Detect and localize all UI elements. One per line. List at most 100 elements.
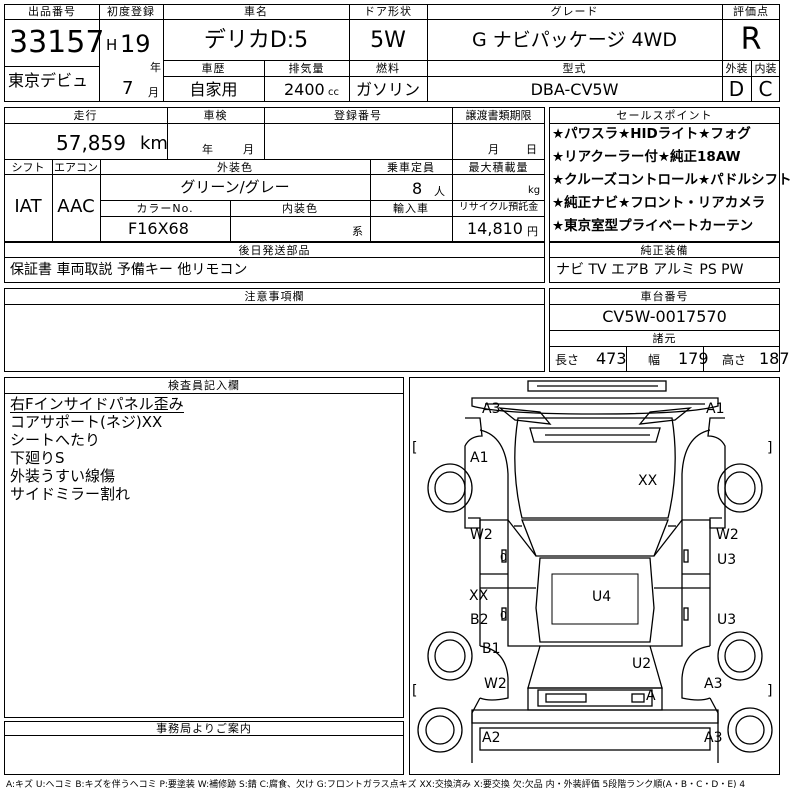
damage-mark: B1 <box>482 641 501 657</box>
damage-mark: ] <box>767 440 773 456</box>
exterior-grade-label: 外装 <box>725 62 748 75</box>
damage-mark: 0 <box>500 609 507 622</box>
equipment-frame <box>549 242 780 283</box>
damage-mark: XX <box>469 588 489 604</box>
damage-mark: U3 <box>717 612 737 628</box>
damage-mark: A3 <box>704 730 723 746</box>
mileage-unit: km <box>140 133 168 154</box>
office-frame <box>4 721 404 775</box>
damage-mark: [ <box>412 683 418 699</box>
interior-grade: C <box>758 77 773 101</box>
registration-label: 登録番号 <box>334 109 382 122</box>
damage-mark: A1 <box>470 450 489 466</box>
color-label: 外装色 <box>217 161 253 174</box>
chassis-number: CV5W-0017570 <box>602 307 727 326</box>
damage-mark: U2 <box>632 656 652 672</box>
equipment: ナビ TV エアB アルミ PS PW <box>556 262 744 278</box>
height: 187 <box>759 349 790 368</box>
damage-mark: A1 <box>706 401 725 417</box>
height-label: 高さ <box>722 353 747 367</box>
first-reg-month-unit: 月 <box>148 86 159 99</box>
score-label: 評価点 <box>733 5 769 18</box>
car-name-label: 車名 <box>244 5 268 18</box>
lot-label: 出品番号 <box>28 5 76 18</box>
grade: G ナビパッケージ 4WD <box>472 29 677 51</box>
damage-mark: B2 <box>470 612 489 628</box>
inspector-label: 検査員記入欄 <box>168 379 240 392</box>
capacity: 8 <box>412 179 423 198</box>
grade-label: グレード <box>550 5 599 18</box>
inspector-note: サイドミラー割れ <box>10 485 131 503</box>
displacement: 2400 <box>284 80 325 99</box>
damage-mark: U4 <box>592 589 612 605</box>
sales-point: ★純正ナビ★フロント・リアカメラ <box>552 195 766 211</box>
length: 473 <box>596 349 627 368</box>
inspector-note: 右Fインサイドパネル歪み <box>10 395 184 413</box>
caution-frame <box>4 288 545 372</box>
import-label: 輸入車 <box>393 202 429 215</box>
debut-badge: 東京デビュ <box>8 71 89 90</box>
interior-grade-label: 内装 <box>754 62 777 75</box>
lot-number: 33157 <box>9 25 105 60</box>
damage-mark: A3 <box>704 676 723 692</box>
shift-label: シフト <box>11 161 45 174</box>
transfer-label: 譲渡書類期限 <box>465 109 532 122</box>
damage-mark: XX <box>638 473 658 489</box>
capacity-unit: 人 <box>434 185 445 198</box>
inspector-note: コアサポート(ネジ)XX <box>10 413 163 431</box>
loadcap-unit: kg <box>528 185 541 196</box>
inspector-note: 外装うすい線傷 <box>10 467 116 485</box>
car-diagram <box>417 380 773 763</box>
displacement-label: 排気量 <box>288 62 325 75</box>
car-name: デリカD:5 <box>203 28 309 53</box>
dims-label: 諸元 <box>652 332 677 345</box>
colorno: F16X68 <box>128 219 189 238</box>
colorno-label: カラーNo. <box>136 202 194 215</box>
history: 自家用 <box>189 80 238 99</box>
interior-color-unit: 系 <box>352 225 363 238</box>
caution-label: 注意事項欄 <box>244 290 305 303</box>
ac: AAC <box>57 196 95 217</box>
width: 179 <box>678 349 709 368</box>
transfer-month-unit: 月 <box>488 143 499 156</box>
equipment-label: 純正装備 <box>640 244 689 257</box>
later-parts-frame <box>4 242 545 283</box>
shift: IAT <box>14 196 42 217</box>
damage-diagram: A3 A1 [ ] A1 XX W2 W2 0 U3 XX U4 B2 0 U3… <box>409 377 780 775</box>
later-parts: 保証書 車両取説 予備キー 他リモコン <box>10 262 248 278</box>
recycle-unit: 円 <box>527 225 538 238</box>
model-label: 型式 <box>562 62 587 75</box>
inspector-frame <box>4 377 404 718</box>
damage-mark: U3 <box>717 552 737 568</box>
sales-point: ★東京室型プライベートカーテン <box>552 218 754 234</box>
sales-point: ★パワスラ★HIDライト★フォグ <box>552 126 751 142</box>
inspection-month-unit: 月 <box>243 143 254 156</box>
capacity-label: 乗車定員 <box>387 161 435 174</box>
inspection-year-unit: 年 <box>202 143 213 156</box>
damage-mark: A2 <box>482 730 501 746</box>
damage-mark: 0 <box>500 551 507 564</box>
first-reg-year-unit: 年 <box>150 61 161 74</box>
mileage: 57,859 <box>56 131 126 155</box>
transfer-day-unit: 日 <box>526 143 537 156</box>
damage-mark: W2 <box>470 527 493 543</box>
sales-frame <box>549 107 780 242</box>
office-label: 事務局よりご案内 <box>156 722 252 735</box>
damage-mark: W2 <box>716 527 739 543</box>
width-label: 幅 <box>648 353 661 367</box>
sales-label: セールスポイント <box>616 109 713 122</box>
mileage-label: 走行 <box>73 109 98 122</box>
sales-point: ★リアクーラー付★純正18AW <box>552 149 741 165</box>
door-type: 5W <box>370 28 406 53</box>
later-parts-label: 後日発送部品 <box>238 244 311 257</box>
color: グリーン/グレー <box>180 178 290 196</box>
history-label: 車歴 <box>201 62 226 75</box>
header-frame <box>4 4 780 102</box>
score: R <box>740 22 762 57</box>
ac-label: エアコン <box>54 161 98 174</box>
inspector-note: シートへたり <box>10 431 101 449</box>
recycle: 14,810 <box>467 219 523 238</box>
damage-mark: ] <box>767 683 773 699</box>
fuel-label: 燃料 <box>376 62 400 75</box>
door-label: ドア形状 <box>364 5 412 18</box>
